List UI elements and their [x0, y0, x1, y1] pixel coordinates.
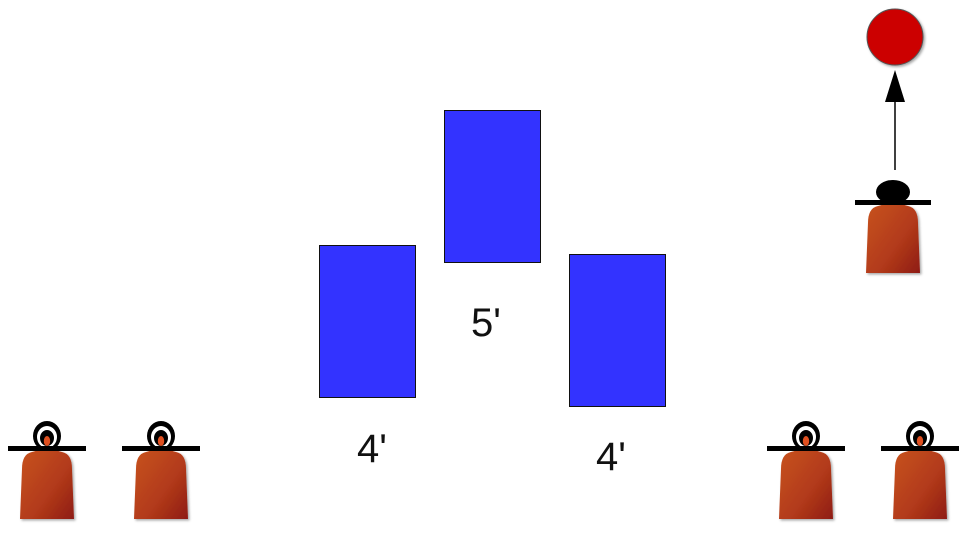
- player-icon: [855, 180, 931, 273]
- ball-icon: [866, 8, 924, 66]
- blocker-right: [569, 254, 666, 407]
- player-icon: [881, 421, 959, 519]
- blocker-left: [319, 245, 416, 398]
- player-icon: [767, 421, 845, 519]
- blocker-center: [444, 110, 541, 263]
- right-gap-label: 4': [596, 435, 626, 479]
- player-icon: [122, 421, 200, 519]
- arrow-up-icon: [885, 70, 905, 102]
- center-gap-label: 5': [471, 301, 501, 345]
- player-icon: [8, 421, 86, 519]
- left-gap-label: 4': [357, 427, 387, 471]
